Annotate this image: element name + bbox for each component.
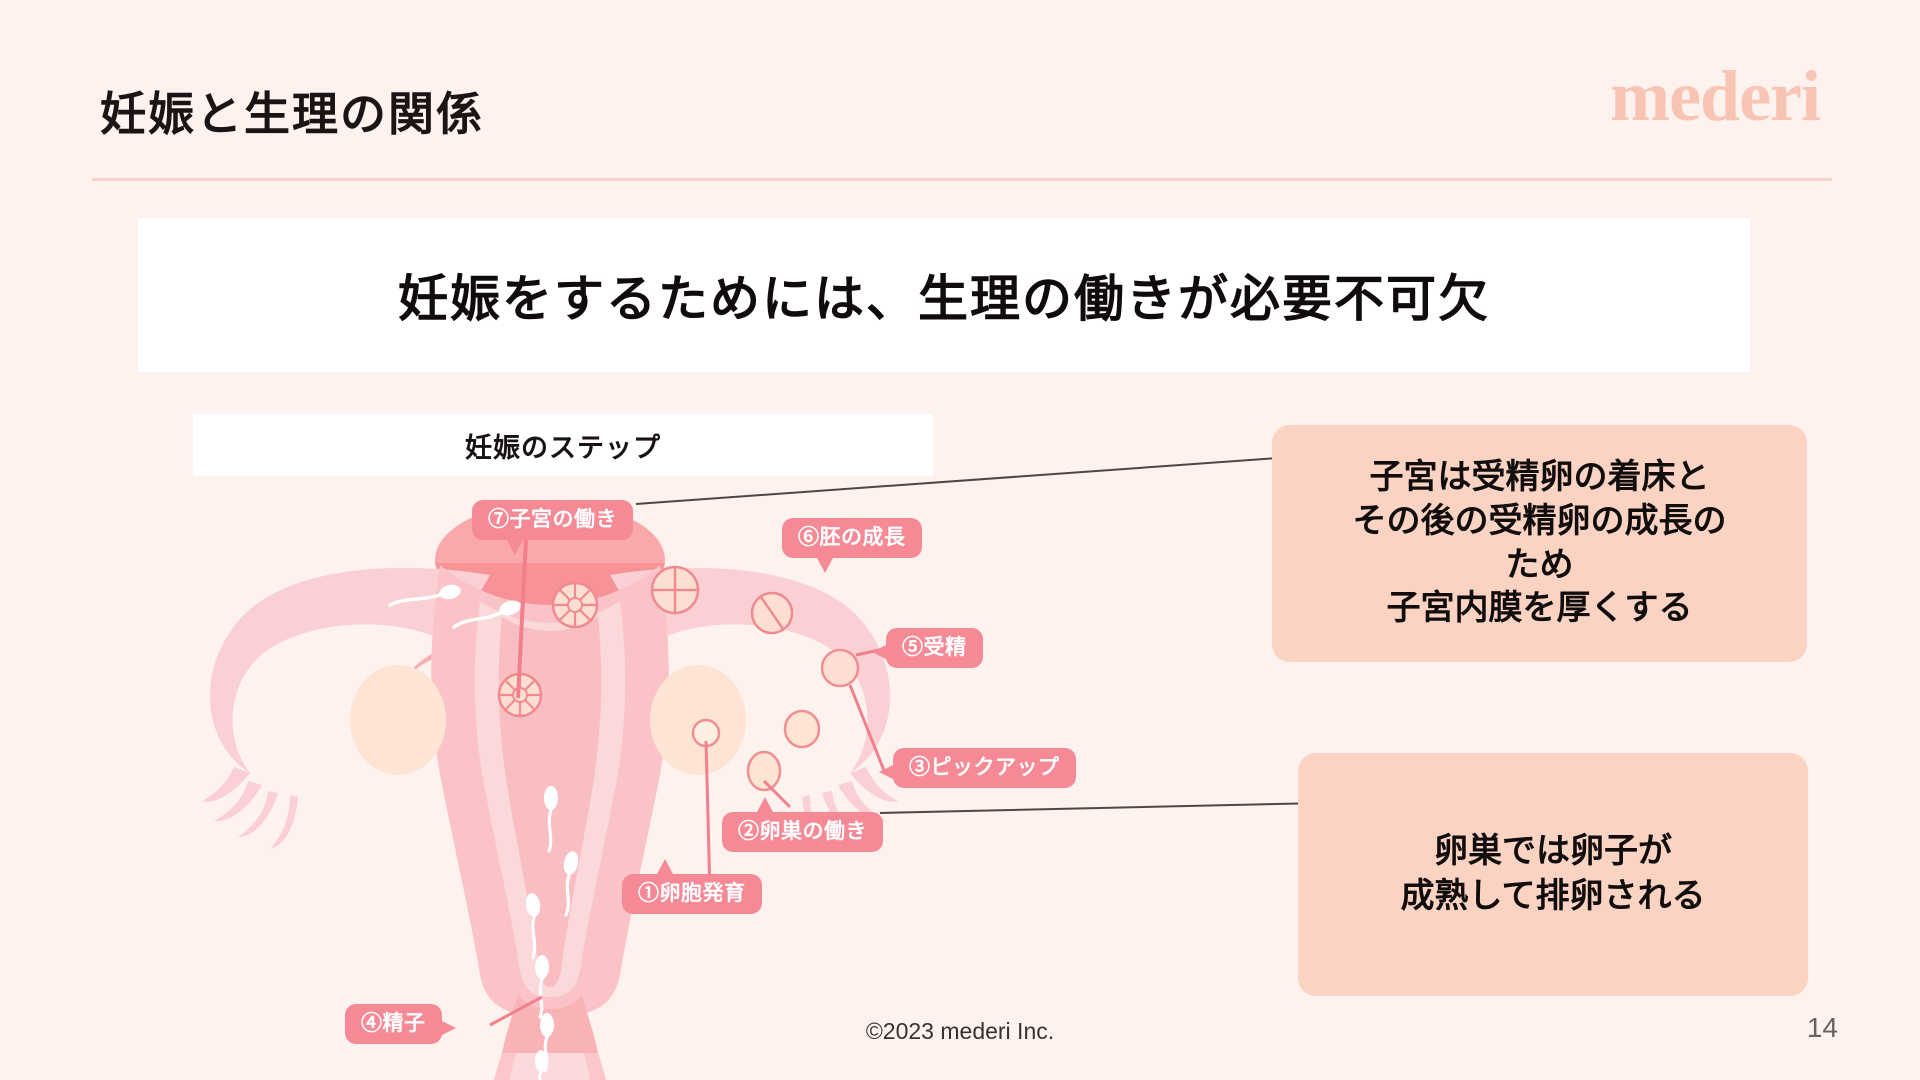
step-label-3-text: ③ピックアップ	[909, 756, 1060, 779]
copyright-notice: ©2023 mederi Inc.	[865, 1018, 1055, 1044]
title-divider	[92, 178, 1832, 181]
info-uterus-line-3: ため	[1505, 546, 1574, 584]
pill-tail-icon	[506, 538, 524, 555]
step-label-5-text: ⑤受精	[902, 636, 967, 659]
pill-tail-icon	[879, 764, 895, 780]
step-label-7-uterus-function[interactable]: ⑦子宮の働き	[472, 500, 633, 555]
info-uterus-line-2: その後の受精卵の成長の	[1352, 502, 1727, 540]
step-label-2-ovary-function[interactable]: ②卵巣の働き	[722, 797, 883, 852]
step-label-4-text: ④精子	[361, 1012, 426, 1035]
pill-tail-icon	[872, 644, 888, 660]
headline-card: 妊娠をするためには、生理の働きが必要不可欠	[138, 218, 1750, 372]
pill-tail-icon	[439, 1020, 456, 1036]
pill-tail-icon	[816, 556, 834, 573]
step-label-6-embryo-growth[interactable]: ⑥胚の成長	[782, 518, 922, 573]
info-uterus-line-1: 子宮は受精卵の着床と	[1369, 459, 1710, 497]
step-label-1-text: ①卵胞発育	[638, 882, 746, 905]
step-label-2-text: ②卵巣の働き	[738, 820, 867, 843]
step-label-5-fertilization[interactable]: ⑤受精	[872, 628, 983, 668]
step-label-4-sperm[interactable]: ④精子	[345, 1004, 456, 1044]
steps-caption-text: 妊娠のステップ	[465, 432, 661, 463]
info-ovary-line-1: 卵巣では卵子が	[1434, 833, 1672, 871]
steps-caption-card: 妊娠のステップ	[193, 414, 933, 476]
page-number: 14	[1806, 1012, 1838, 1043]
step-label-6-text: ⑥胚の成長	[798, 526, 906, 549]
reproductive-system-illustration	[150, 499, 950, 1080]
info-box-ovary: 卵巣では卵子が 成熟して排卵される	[1298, 753, 1808, 996]
step-label-1-follicle-development[interactable]: ①卵胞発育	[622, 859, 762, 914]
info-uterus-line-4: 子宮内膜を厚くする	[1386, 590, 1693, 628]
step-label-7-text: ⑦子宮の働き	[488, 508, 617, 531]
info-box-uterus: 子宮は受精卵の着床と その後の受精卵の成長の ため 子宮内膜を厚くする	[1272, 425, 1807, 662]
info-ovary-line-2: 成熟して排卵される	[1400, 877, 1706, 915]
page-title: 妊娠と生理の関係	[100, 89, 484, 140]
step-label-3-pickup[interactable]: ③ピックアップ	[879, 748, 1076, 788]
brand-logo: mederi	[1610, 56, 1821, 136]
pill-tail-icon	[656, 859, 674, 876]
pill-tail-icon	[756, 797, 774, 814]
headline-text: 妊娠をするためには、生理の働きが必要不可欠	[398, 271, 1490, 327]
